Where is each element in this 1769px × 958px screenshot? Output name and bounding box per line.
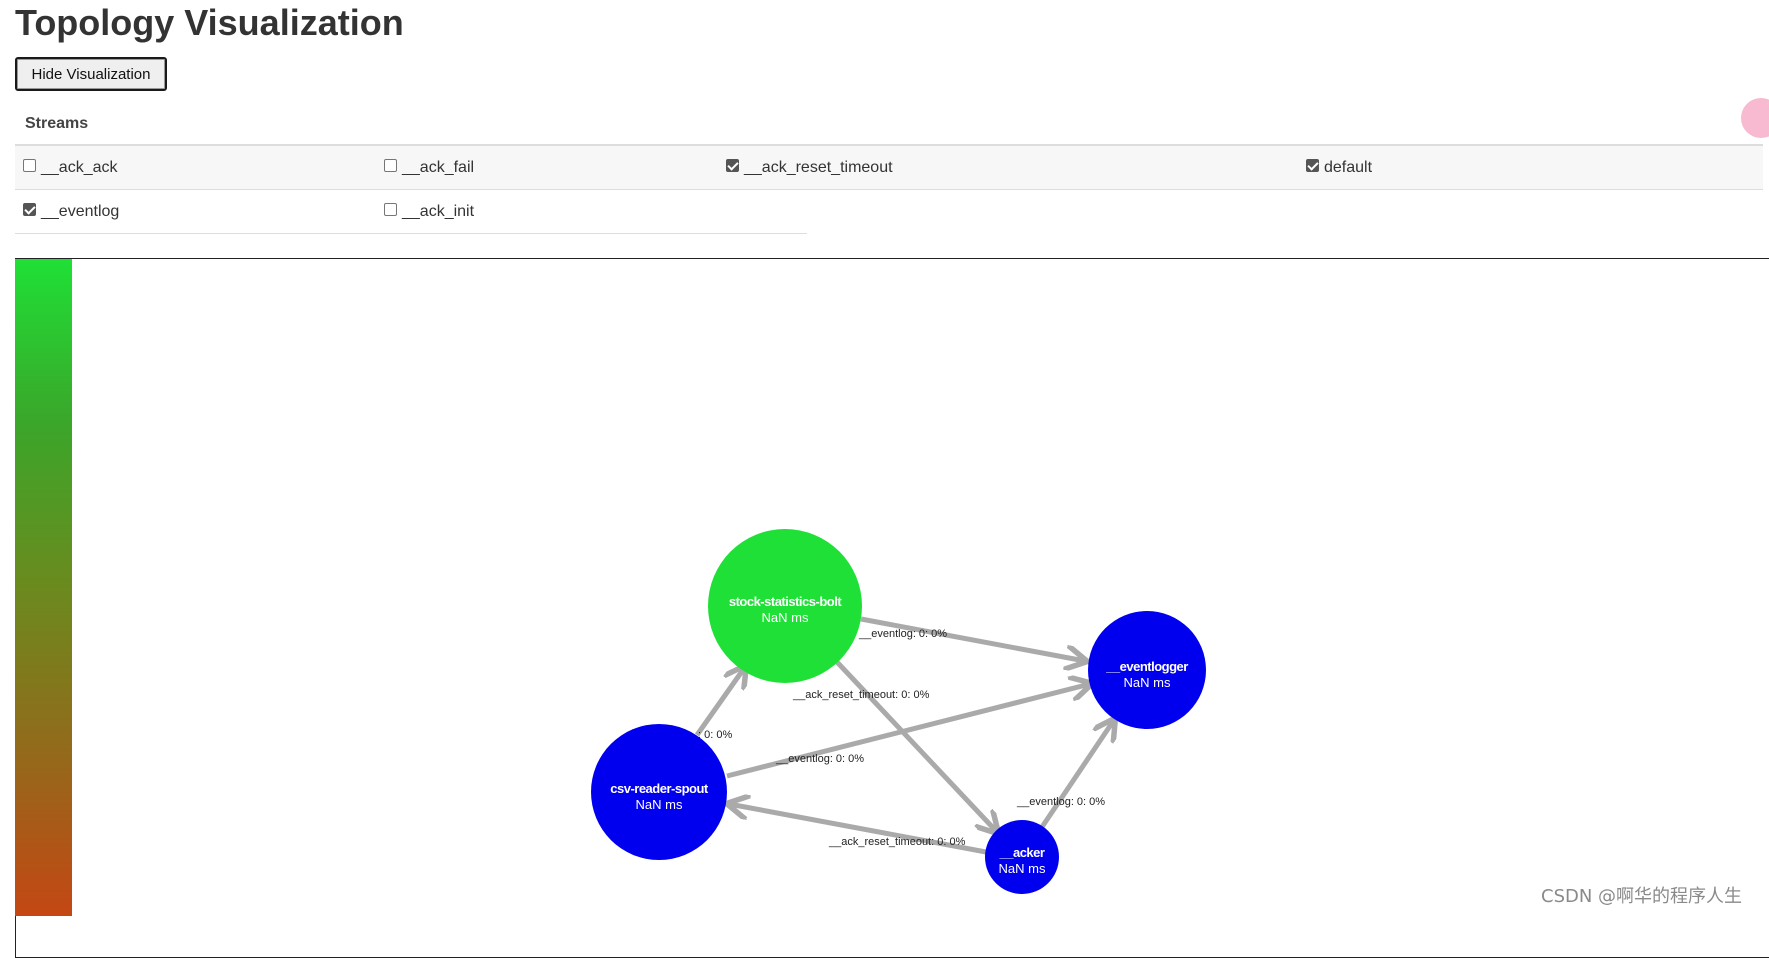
stream-option-ack-init[interactable]: __ack_init (384, 190, 474, 234)
graph-edge[interactable] (860, 616, 1085, 661)
stream-checkbox[interactable] (384, 203, 397, 217)
edge-label: __ack_reset_timeout: 0: 0% (792, 689, 930, 701)
stream-label: __ack_reset_timeout (744, 159, 893, 176)
graph-edge[interactable] (726, 684, 1090, 779)
stream-label: __ack_ack (41, 159, 118, 176)
page-title: Topology Visualization (15, 2, 404, 43)
graph-node-stock-statistics-bolt[interactable]: stock-statistics-bolt NaN ms (708, 529, 862, 683)
stream-checkbox[interactable] (384, 159, 397, 173)
node-latency: NaN ms (636, 797, 683, 812)
floating-helper-badge[interactable] (1741, 98, 1769, 138)
stream-option-default[interactable]: default (1306, 146, 1372, 190)
topology-graph[interactable]: __eventlog: 0: 0% __ack_reset_timeout: 0… (0, 0, 1769, 916)
graph-node-eventlogger[interactable]: __eventlogger NaN ms (1088, 611, 1206, 729)
stream-label: default (1324, 159, 1373, 176)
stream-label: __ack_init (402, 203, 475, 220)
streams-table: Streams __ack_ack __ack_fail __ack_reset… (15, 106, 1763, 234)
streams-row: __ack_ack __ack_fail __ack_reset_timeout… (15, 146, 1763, 190)
watermark: CSDN @啊华的程序人生 (1541, 886, 1743, 907)
stream-label: __ack_fail (402, 159, 475, 176)
edge-label: __ack_reset_timeout: 0: 0% (828, 836, 966, 848)
stream-option-ack-ack[interactable]: __ack_ack (23, 146, 118, 190)
stream-checkbox[interactable] (23, 203, 36, 217)
node-latency: NaN ms (762, 610, 809, 625)
edge-label: __eventlog: 0: 0% (858, 628, 947, 640)
graph-node-csv-reader-spout[interactable]: csv-reader-spout NaN ms (591, 724, 727, 860)
edge-label: : 0: 0% (698, 729, 732, 741)
stream-label: __eventlog (41, 203, 120, 220)
edge-label: __eventlog: 0: 0% (1016, 796, 1105, 808)
stream-checkbox[interactable] (23, 159, 36, 173)
node-latency: NaN ms (1124, 675, 1171, 690)
node-name: __acker (999, 845, 1045, 860)
stream-checkbox[interactable] (1306, 159, 1319, 173)
graph-edge[interactable] (1039, 720, 1114, 829)
graph-node-acker[interactable]: __acker NaN ms (985, 820, 1059, 894)
node-name: __eventlogger (1105, 659, 1188, 674)
stream-option-ack-fail[interactable]: __ack_fail (384, 146, 474, 190)
streams-row: __eventlog __ack_init (15, 190, 1763, 234)
node-name: csv-reader-spout (610, 781, 709, 796)
latency-gradient-legend (15, 259, 72, 916)
graph-edge[interactable] (694, 667, 745, 737)
stream-option-ack-reset-timeout[interactable]: __ack_reset_timeout (726, 146, 893, 190)
stream-option-eventlog[interactable]: __eventlog (23, 190, 119, 234)
streams-header: Streams (15, 106, 1763, 146)
stream-checkbox[interactable] (726, 159, 739, 173)
edge-label: __eventlog: 0: 0% (775, 753, 864, 765)
node-name: stock-statistics-bolt (729, 594, 842, 609)
graph-edge[interactable] (835, 660, 997, 832)
hide-visualization-button[interactable]: Hide Visualization (15, 57, 167, 91)
graph-edge[interactable] (729, 804, 987, 855)
node-latency: NaN ms (999, 861, 1046, 876)
